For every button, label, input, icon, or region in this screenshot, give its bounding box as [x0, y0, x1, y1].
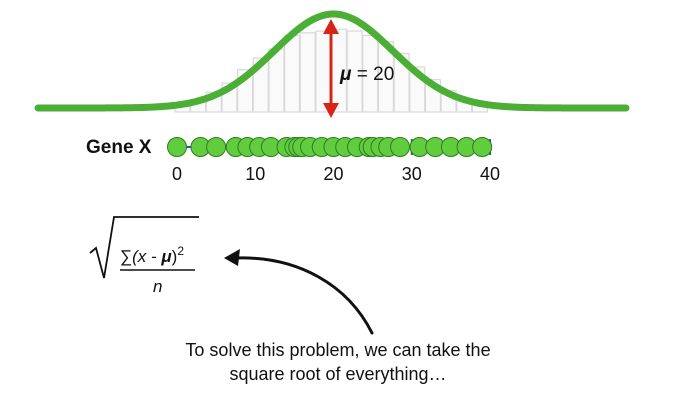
tick-label: 40	[480, 164, 500, 184]
square-root-sign	[89, 216, 199, 279]
histogram-bars	[174, 28, 488, 113]
caption-line-1: To solve this problem, we can take the	[185, 340, 491, 360]
data-point	[206, 137, 227, 157]
tick-label: 0	[172, 164, 182, 184]
formula-denominator: n	[153, 277, 162, 296]
mean-arrow	[323, 19, 339, 118]
arrow-head-up-icon	[323, 19, 339, 34]
tick-label: 30	[402, 164, 422, 184]
arrow-head-left-icon	[224, 249, 240, 266]
pointer-arrow	[224, 249, 374, 335]
data-point	[167, 137, 187, 157]
tick-label: 20	[323, 164, 343, 184]
gene-label: Gene X	[86, 137, 152, 158]
data-points	[167, 137, 493, 157]
data-point	[472, 137, 493, 157]
histogram-bar	[315, 30, 332, 113]
histogram-bar	[346, 30, 363, 113]
arrow-head-down-icon	[323, 103, 339, 118]
tick-label: 10	[245, 164, 265, 184]
formula-numerator: ∑(x - μ)2	[120, 244, 184, 266]
histogram-bar	[393, 52, 410, 113]
mean-label: μ = 20	[339, 64, 394, 85]
histogram-bar	[283, 34, 301, 113]
std-dev-formula: ∑(x - μ)2 n	[89, 216, 199, 296]
caption: To solve this problem, we can take the s…	[0, 338, 676, 386]
data-point	[390, 137, 411, 157]
histogram-bar	[362, 34, 379, 113]
caption-line-2: square root of everything…	[229, 364, 447, 384]
normal-curve	[34, 10, 630, 112]
histogram-bar	[299, 32, 316, 113]
tick-labels: 0 10 20 30 40	[172, 164, 500, 184]
